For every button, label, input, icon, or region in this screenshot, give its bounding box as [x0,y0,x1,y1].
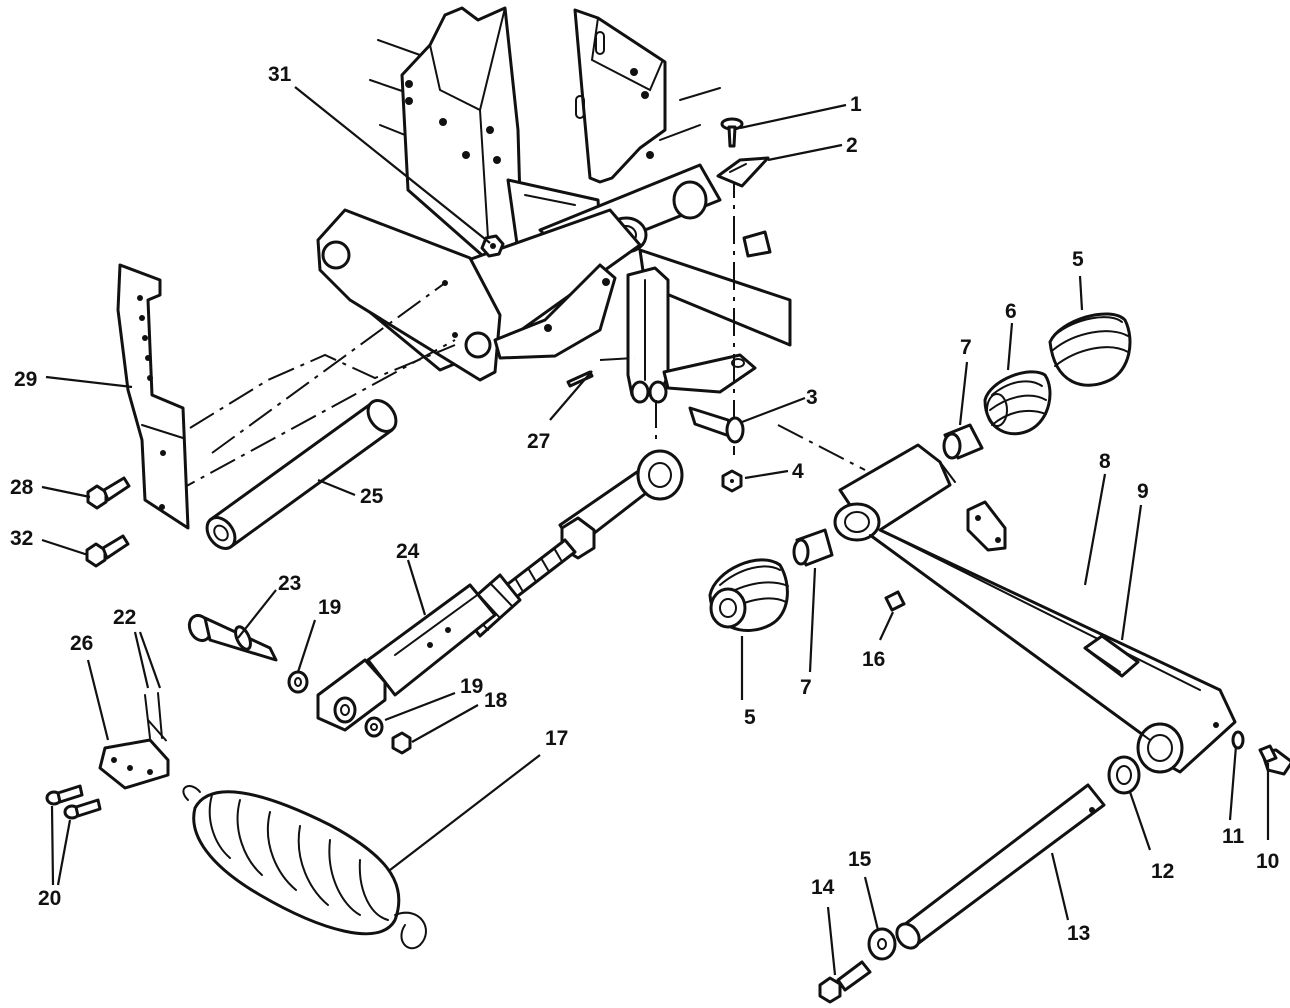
pin-3 [688,406,745,444]
callout-14: 14 [811,876,835,899]
spacer-6 [983,370,1052,436]
callout-20: 20 [38,887,61,910]
callout-27: 27 [527,430,550,453]
callouts: 1 2 3 4 5 5 6 7 7 8 9 10 11 12 13 14 15 … [10,63,1279,945]
callout-25: 25 [360,485,384,508]
callout-16: 16 [862,648,885,671]
callout-5-upper: 5 [1072,248,1084,271]
callout-23: 23 [278,572,301,595]
pivot-arm [833,443,1237,774]
adjustable-link [316,449,684,732]
callout-12: 12 [1151,860,1174,883]
pivot-tube [205,399,398,550]
callout-3: 3 [806,386,818,409]
leader-lines [41,86,1270,976]
callout-7-lower: 7 [800,676,812,699]
callout-7-upper: 7 [960,336,972,359]
callout-29: 29 [14,368,37,391]
spring-anchor [45,692,170,820]
callout-26: 26 [70,632,93,655]
callout-22: 22 [113,606,136,629]
callout-2: 2 [846,134,858,157]
extension-spring [182,785,427,950]
callout-9: 9 [1137,480,1149,503]
nut-4 [721,469,743,493]
bolt-10 [1258,744,1290,776]
bushing-7-lower [792,528,834,567]
callout-32: 32 [10,527,33,550]
callout-11: 11 [1222,825,1245,848]
washer-12 [1107,755,1141,795]
washer-15 [867,927,897,961]
bolt-14 [818,960,872,1004]
bolt-28 [86,476,131,510]
callout-10: 10 [1256,850,1279,873]
height-adjust-lever [116,263,190,530]
callout-13: 13 [1067,922,1090,945]
washer-19-lower [364,716,384,738]
callout-19-lower: 19 [460,675,483,698]
callout-24: 24 [396,540,420,563]
boot-5-lower [708,558,789,632]
screw-1 [720,117,744,148]
callout-15: 15 [848,848,872,871]
callout-5-lower: 5 [744,706,756,729]
boot-5-upper [1048,312,1132,387]
callout-17: 17 [545,727,568,750]
washer-11 [1231,730,1245,750]
callout-31: 31 [268,63,292,86]
callout-18: 18 [484,689,508,712]
pin-27 [566,370,594,388]
alignment-lines [147,170,866,746]
nut-18 [391,731,412,755]
bolt-32 [85,534,130,568]
callout-19-upper: 19 [318,596,341,619]
bushing-7-upper [942,423,984,460]
callout-28: 28 [10,476,34,499]
callout-4: 4 [792,460,804,483]
callout-8: 8 [1099,450,1111,473]
pivot-rod-13 [895,783,1106,950]
washer-19-upper [287,670,309,694]
fitting-16 [884,590,906,612]
lockplate-2 [716,156,770,188]
callout-1: 1 [850,93,862,116]
callout-6: 6 [1005,300,1017,323]
main-frame [316,6,792,404]
clevis-pin [187,613,278,662]
